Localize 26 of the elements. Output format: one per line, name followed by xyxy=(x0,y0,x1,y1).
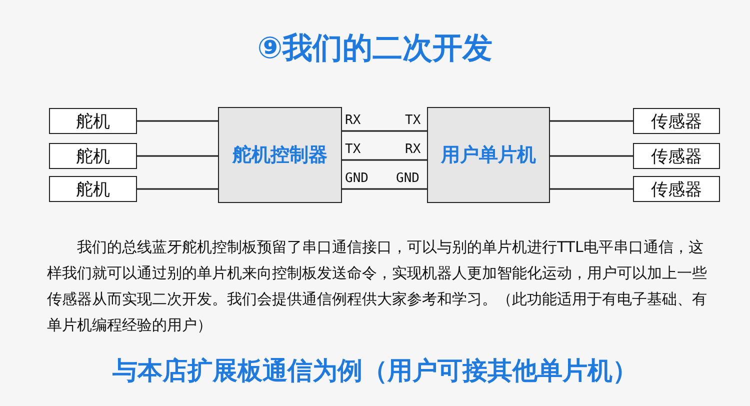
device-box: 舵机 xyxy=(49,176,137,202)
device-box: 传感器 xyxy=(633,143,720,169)
pin-label: TX xyxy=(345,142,361,157)
description-paragraph: 我们的总线蓝牙舵机控制板预留了串口通信接口，可以与别的单片机进行TTL电平串口通信，这样我们就可以通过别的单片机来向控制板发送命令，实现机器人更加智能化运动，用户可以加上一些传感器从而实现二次开发。我们会提供通信例程供大家参考和学习。（此功能适用于有电子基础、有单片机编程经验的用户） xyxy=(47,237,707,336)
connector-line xyxy=(137,188,218,190)
connector-line xyxy=(137,155,218,157)
pin-label: GND xyxy=(345,171,368,186)
title: ⑨我们的二次开发 xyxy=(256,30,494,68)
device-box: 舵机 xyxy=(49,143,137,169)
connector-line xyxy=(550,188,633,190)
pin-label: RX xyxy=(345,113,361,128)
caption: 与本店扩展板通信为例（用户可接其他单片机） xyxy=(112,355,638,387)
connector-line xyxy=(550,155,633,157)
device-box: 传感器 xyxy=(633,108,720,134)
pin-label: GND xyxy=(396,171,420,186)
connector-line xyxy=(342,130,427,132)
module-box: 用户单片机 xyxy=(427,107,550,203)
connector-line xyxy=(342,159,427,161)
pin-label: RX xyxy=(405,142,421,157)
module-box: 舵机控制器 xyxy=(218,107,342,203)
connector-line xyxy=(137,120,218,122)
connector-line xyxy=(550,120,633,122)
connector-line xyxy=(342,188,427,190)
device-box: 传感器 xyxy=(633,176,720,202)
device-box: 舵机 xyxy=(49,108,137,134)
pin-label: TX xyxy=(405,113,421,128)
